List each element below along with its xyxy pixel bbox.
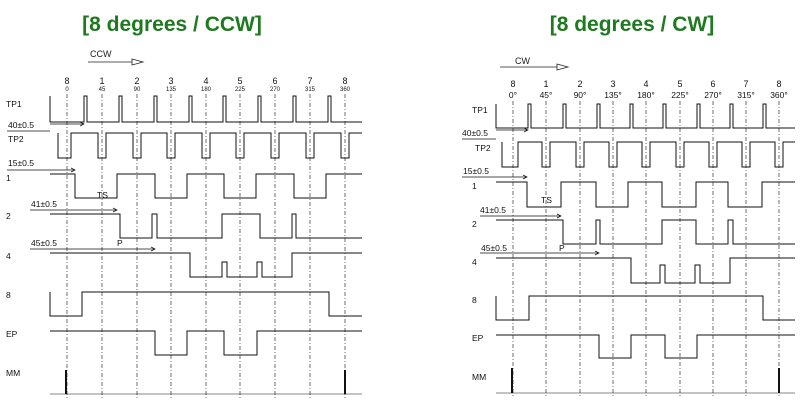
cw-angle-5: 225° bbox=[671, 90, 689, 100]
ccw-dimension-45 bbox=[30, 246, 156, 252]
cw-signal-8: 8 bbox=[472, 295, 477, 305]
ccw-dimension-41 bbox=[30, 207, 118, 213]
cw-angle-7: 315° bbox=[737, 90, 755, 100]
ccw-signal-1: 1 bbox=[6, 173, 11, 183]
ccw-dimension-40 bbox=[7, 121, 85, 132]
cw-signal-1: 1 bbox=[472, 181, 477, 191]
ccw-dim-41-label: 41±0.5 bbox=[31, 199, 57, 209]
cw-wave-tp2 bbox=[501, 141, 795, 168]
cw-angle-6: 270° bbox=[704, 90, 722, 100]
ccw-angle-8: 360 bbox=[340, 87, 351, 93]
cw-dim-41-label: 41±0.5 bbox=[480, 205, 506, 215]
cw-wave-2 bbox=[496, 219, 795, 245]
ccw-dim-15-label: 15±0.5 bbox=[8, 158, 34, 168]
cw-pos-6: 6 bbox=[710, 79, 715, 89]
cw-pos-1: 1 bbox=[543, 79, 548, 89]
ccw-marker-ts: TS bbox=[97, 190, 108, 200]
cw-wave-1 bbox=[496, 181, 795, 208]
cw-pos-2: 2 bbox=[577, 79, 582, 89]
cw-grid bbox=[512, 101, 780, 398]
cw-angle-4: 180° bbox=[637, 90, 655, 100]
cw-pos-0: 8 bbox=[510, 79, 515, 89]
ccw-direction-label: CCW bbox=[90, 49, 112, 59]
ccw-wave-8 bbox=[49, 291, 362, 317]
ccw-angle-5: 225 bbox=[235, 87, 246, 93]
cw-dimension-15 bbox=[462, 174, 528, 180]
ccw-signal-4: 4 bbox=[6, 251, 11, 261]
ccw-wave-tp1 bbox=[49, 95, 362, 123]
ccw-grid bbox=[66, 94, 346, 398]
cw-dimension-40 bbox=[462, 127, 529, 140]
cw-dim-45-label: 45±0.5 bbox=[481, 243, 507, 253]
ccw-angle-1: 45 bbox=[99, 87, 106, 93]
cw-angle-1: 45° bbox=[540, 90, 553, 100]
ccw-wave-2 bbox=[50, 213, 362, 239]
cw-angle-3: 135° bbox=[604, 90, 622, 100]
cw-panel-title: [8 degrees / CW] bbox=[550, 13, 715, 36]
cw-signal-mm: MM bbox=[472, 372, 486, 382]
ccw-pos-1: 1 bbox=[99, 76, 104, 86]
ccw-direction-arrow bbox=[88, 58, 145, 66]
ccw-angle-2: 90 bbox=[134, 87, 141, 93]
cw-dimension-41 bbox=[480, 213, 562, 219]
ccw-signal-8: 8 bbox=[6, 290, 11, 300]
cw-signal-tp1: TP1 bbox=[472, 105, 488, 115]
cw-wave-mm bbox=[496, 368, 795, 394]
ccw-wave-4 bbox=[50, 252, 362, 278]
ccw-signal-ep: EP bbox=[6, 329, 18, 339]
ccw-pos-6: 6 bbox=[272, 76, 277, 86]
cw-angle-2: 90° bbox=[574, 90, 587, 100]
cw-marker-p: P bbox=[559, 243, 565, 253]
ccw-dimension-15 bbox=[7, 167, 76, 173]
ccw-panel: [8 degrees / CCW] CCW 8 1 2 3 4 5 6 7 8 … bbox=[6, 13, 362, 398]
ccw-pos-3: 3 bbox=[168, 76, 173, 86]
cw-pos-5: 5 bbox=[677, 79, 682, 89]
cw-wave-8 bbox=[495, 295, 795, 321]
cw-wave-4 bbox=[496, 257, 795, 284]
ccw-pos-5: 5 bbox=[237, 76, 242, 86]
cw-pos-4: 4 bbox=[643, 79, 648, 89]
cw-marker-ts: TS bbox=[541, 195, 552, 205]
cw-pos-3: 3 bbox=[610, 79, 615, 89]
ccw-pos-2: 2 bbox=[134, 76, 139, 86]
ccw-wave-1 bbox=[50, 173, 362, 199]
cw-angle-0: 0° bbox=[509, 90, 517, 100]
cw-wave-ep bbox=[496, 334, 795, 359]
cw-pos-7: 7 bbox=[743, 79, 748, 89]
cw-signal-4: 4 bbox=[472, 257, 477, 267]
cw-signal-2: 2 bbox=[472, 219, 477, 229]
ccw-angle-6: 270 bbox=[270, 87, 281, 93]
cw-angle-8: 360° bbox=[770, 90, 788, 100]
ccw-pos-4: 4 bbox=[203, 76, 208, 86]
ccw-dim-45-label: 45±0.5 bbox=[31, 238, 57, 248]
cw-dim-40-label: 40±0.5 bbox=[462, 128, 488, 138]
cw-wave-tp1 bbox=[495, 103, 795, 129]
ccw-signal-tp2: TP2 bbox=[8, 134, 24, 144]
ccw-wave-ep bbox=[50, 330, 362, 356]
ccw-pos-0: 8 bbox=[64, 76, 69, 86]
ccw-wave-mm bbox=[50, 370, 362, 395]
ccw-signal-2: 2 bbox=[6, 211, 11, 221]
ccw-angle-0: 0 bbox=[65, 87, 69, 93]
cw-dim-15-label: 15±0.5 bbox=[463, 166, 489, 176]
ccw-pos-8: 8 bbox=[342, 76, 347, 86]
cw-dimension-45 bbox=[480, 250, 600, 256]
ccw-signal-tp1: TP1 bbox=[6, 99, 22, 109]
ccw-angle-7: 315 bbox=[305, 87, 316, 93]
cw-panel: [8 degrees / CW] CW 8 1 2 3 4 5 6 7 8 0°… bbox=[462, 13, 795, 398]
ccw-dim-40-label: 40±0.5 bbox=[8, 120, 34, 130]
ccw-marker-p: P bbox=[117, 238, 123, 248]
cw-signal-ep: EP bbox=[472, 333, 484, 343]
ccw-angle-3: 135 bbox=[166, 87, 177, 93]
ccw-angle-4: 180 bbox=[201, 87, 212, 93]
cw-signal-tp2: TP2 bbox=[475, 143, 491, 153]
cw-direction-arrow bbox=[500, 63, 570, 71]
cw-pos-8: 8 bbox=[776, 79, 781, 89]
ccw-panel-title: [8 degrees / CCW] bbox=[82, 13, 262, 36]
ccw-wave-tp2 bbox=[57, 132, 362, 159]
cw-direction-label: CW bbox=[515, 56, 530, 66]
ccw-signal-mm: MM bbox=[6, 368, 20, 378]
ccw-pos-7: 7 bbox=[307, 76, 312, 86]
